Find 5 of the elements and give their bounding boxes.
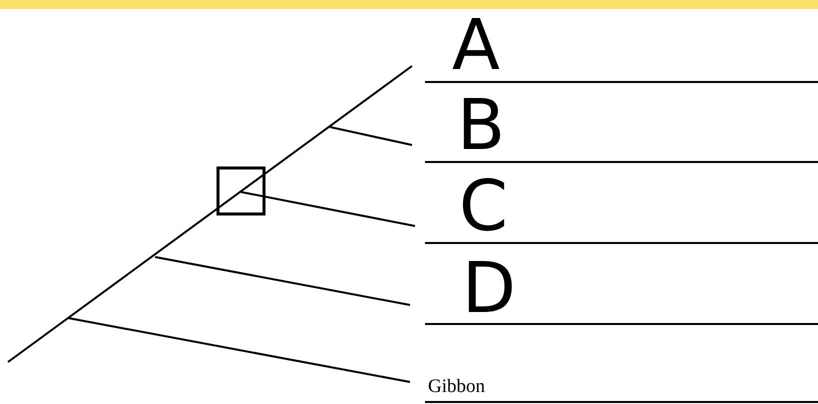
- answer-letter: D: [462, 253, 516, 323]
- answer-letter: B: [457, 90, 506, 160]
- species-label: Gibbon: [428, 377, 485, 396]
- answer-letter: C: [459, 171, 508, 241]
- answer-letter: A: [452, 10, 500, 80]
